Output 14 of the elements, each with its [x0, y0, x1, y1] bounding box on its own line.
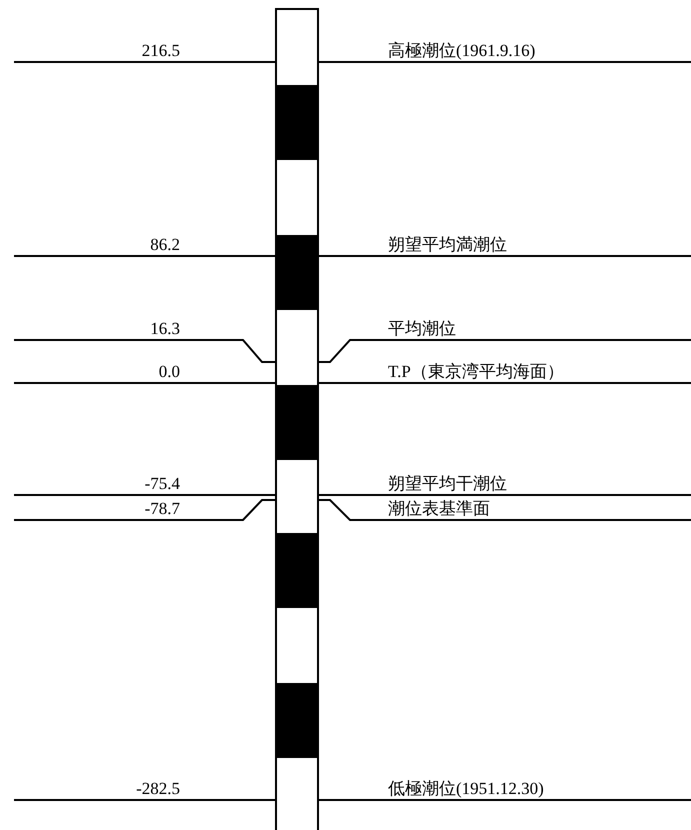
- level-name: 平均潮位: [388, 319, 456, 339]
- level-value: 216.5: [142, 41, 180, 61]
- level-value: -78.7: [144, 499, 180, 519]
- level-value: -282.5: [136, 779, 180, 799]
- level-name: 低極潮位(1951.12.30): [388, 779, 544, 799]
- level-name: 朔望平均干潮位: [388, 474, 507, 494]
- level-name: 潮位表基準面: [388, 499, 490, 519]
- level-value: 86.2: [150, 235, 180, 255]
- level-value: 0.0: [158, 362, 180, 382]
- level-name: 高極潮位(1961.9.16): [388, 41, 536, 61]
- level-name: T.P（東京湾平均海面）: [388, 362, 564, 382]
- level-name: 朔望平均満潮位: [388, 235, 507, 255]
- level-value: 16.3: [150, 319, 180, 339]
- level-value: -75.4: [144, 474, 180, 494]
